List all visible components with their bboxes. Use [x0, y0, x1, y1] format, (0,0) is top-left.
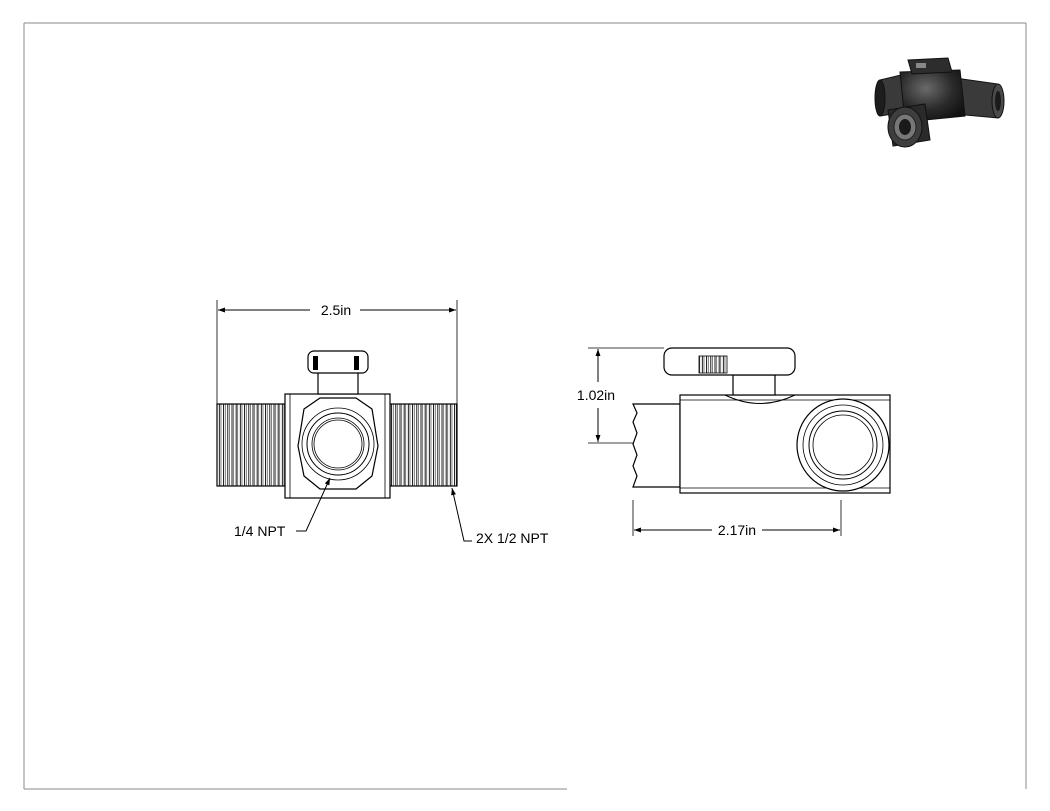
side-ports-callout-label: 2X 1/2 NPT — [476, 530, 549, 546]
width-dimension: 2.5in — [216, 300, 458, 404]
center-port-callout: 1/4 NPT — [234, 477, 331, 539]
length-dimension: 2.17in — [632, 500, 842, 538]
front-view — [216, 350, 458, 499]
right-thread-port — [389, 403, 458, 487]
side-ports-callout: 2X 1/2 NPT — [451, 487, 549, 546]
width-dimension-label: 2.5in — [321, 302, 351, 318]
height-dimension-label: 1.02in — [577, 387, 615, 403]
height-dimension: 1.02in — [577, 347, 664, 444]
center-port-callout-label: 1/4 NPT — [234, 523, 286, 539]
left-thread-port — [216, 403, 286, 487]
sheet-border — [23, 22, 1027, 790]
ball-valve-3d-icon — [874, 57, 1005, 148]
side-view — [632, 347, 891, 494]
length-dimension-label: 2.17in — [718, 522, 756, 538]
